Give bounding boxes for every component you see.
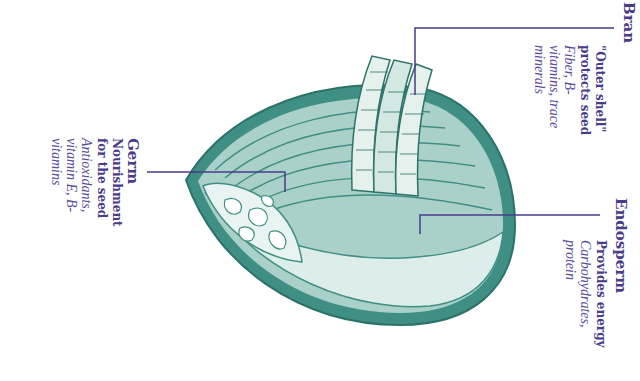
nutrient-list: Fiber, B-vitamins, trace minerals — [532, 45, 577, 141]
kernel-outer — [186, 85, 515, 325]
part-name: Germ — [124, 138, 142, 238]
part-name: Endosperm — [612, 198, 630, 308]
nutrient-list: Antioxidants, vitamin E, B-vitamins — [49, 138, 94, 238]
part-name: Bran — [620, 2, 638, 62]
kernel-inner — [198, 98, 503, 313]
germ-region — [203, 183, 302, 262]
germ-texture — [224, 196, 285, 249]
leader-lines — [147, 28, 614, 234]
endosperm-leader — [420, 215, 600, 234]
callout-group: GermNourishment for the seedAntioxidants… — [49, 138, 142, 238]
part-role: Nourishment for the seed — [94, 138, 124, 238]
germ-leader — [147, 172, 285, 192]
wheat-kernel — [186, 56, 515, 325]
callout-group: "Outer shell" protects seedFiber, B-vita… — [532, 45, 607, 141]
nutrient-list: Carbohydrates, protein — [563, 240, 593, 352]
part-role: "Outer shell" protects seed — [577, 45, 607, 141]
callout-group: Endosperm — [612, 198, 630, 308]
callout-group: Provides energyCarbohydrates, protein — [563, 240, 608, 352]
callout-group: Bran — [620, 2, 638, 62]
part-role: Provides energy — [593, 240, 608, 352]
bran-layers — [352, 56, 432, 196]
